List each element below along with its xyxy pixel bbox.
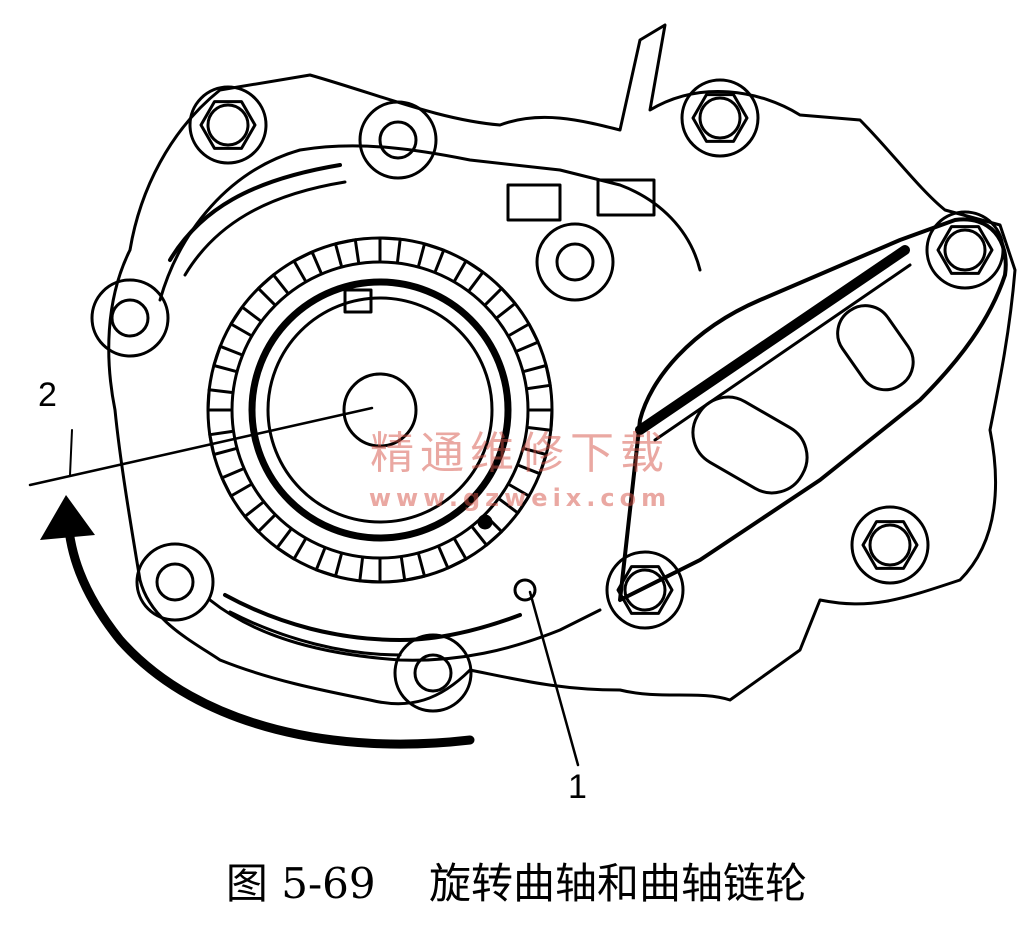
bolt-icon (680, 78, 760, 158)
leader-line-2 (28, 406, 374, 487)
sprocket-tooth (212, 344, 243, 373)
lower-rim (208, 598, 602, 662)
crankshaft-sprocket (206, 236, 554, 584)
sprocket-tooth (243, 501, 276, 534)
bolt-icon (358, 100, 438, 180)
sprocket-tooth (523, 364, 552, 390)
sprocket-tooth (508, 322, 540, 353)
bolt-icon (393, 633, 473, 713)
sprocket-tooth (471, 514, 504, 547)
rotation-arrow-head (40, 495, 95, 540)
caption-number: 图 5-69 (225, 859, 376, 908)
sprocket-tooth (292, 250, 323, 282)
sprocket-tooth (437, 538, 468, 570)
sprocket-tooth (314, 547, 343, 578)
rotation-arrow (63, 515, 475, 749)
upper-channel (168, 163, 342, 262)
sprocket-tooth (256, 273, 289, 306)
caption-text: 旋转曲轴和曲轴链轮 (429, 859, 808, 908)
sprocket-tooth (400, 553, 426, 582)
sprocket-tooth (358, 557, 382, 584)
sprocket-tooth (275, 528, 307, 561)
watermark-url: www.gzweix.com (368, 484, 672, 512)
bolt-icon (925, 210, 1005, 290)
sprocket-tooth (527, 408, 554, 432)
sprocket-tooth (220, 467, 252, 498)
figure-caption: 图 5-69 旋转曲轴和曲轴链轮 (0, 850, 1033, 911)
leader-line-1 (528, 590, 580, 767)
crank-hub (342, 372, 418, 448)
timing-mark (513, 578, 537, 602)
sprocket-tooth (229, 305, 262, 337)
sprocket-tooth (498, 483, 531, 515)
callout-label-1: 1 (568, 768, 587, 806)
sprocket-tooth (484, 286, 517, 319)
lower-channel (223, 593, 522, 642)
sprocket-tooth (453, 259, 485, 292)
housing-inner-rim (158, 144, 702, 302)
bolt-icon (90, 278, 170, 358)
bolt-icon (135, 542, 215, 622)
bolt-icon (850, 505, 930, 585)
bolt-icon (535, 222, 615, 302)
housing-outline (107, 23, 1017, 706)
chain-guide-tensioner (618, 217, 1008, 602)
bolt-icon (605, 550, 685, 630)
sprocket-tooth (206, 388, 233, 412)
callout-label-2: 2 (38, 376, 57, 414)
sprocket-tooth (417, 242, 446, 273)
sprocket-tooth (334, 238, 360, 267)
bolt-icon (188, 85, 268, 165)
watermark-text: 精通维修下载 (370, 428, 670, 479)
sprocket-tooth (517, 447, 548, 476)
sprocket-tooth (378, 236, 402, 263)
